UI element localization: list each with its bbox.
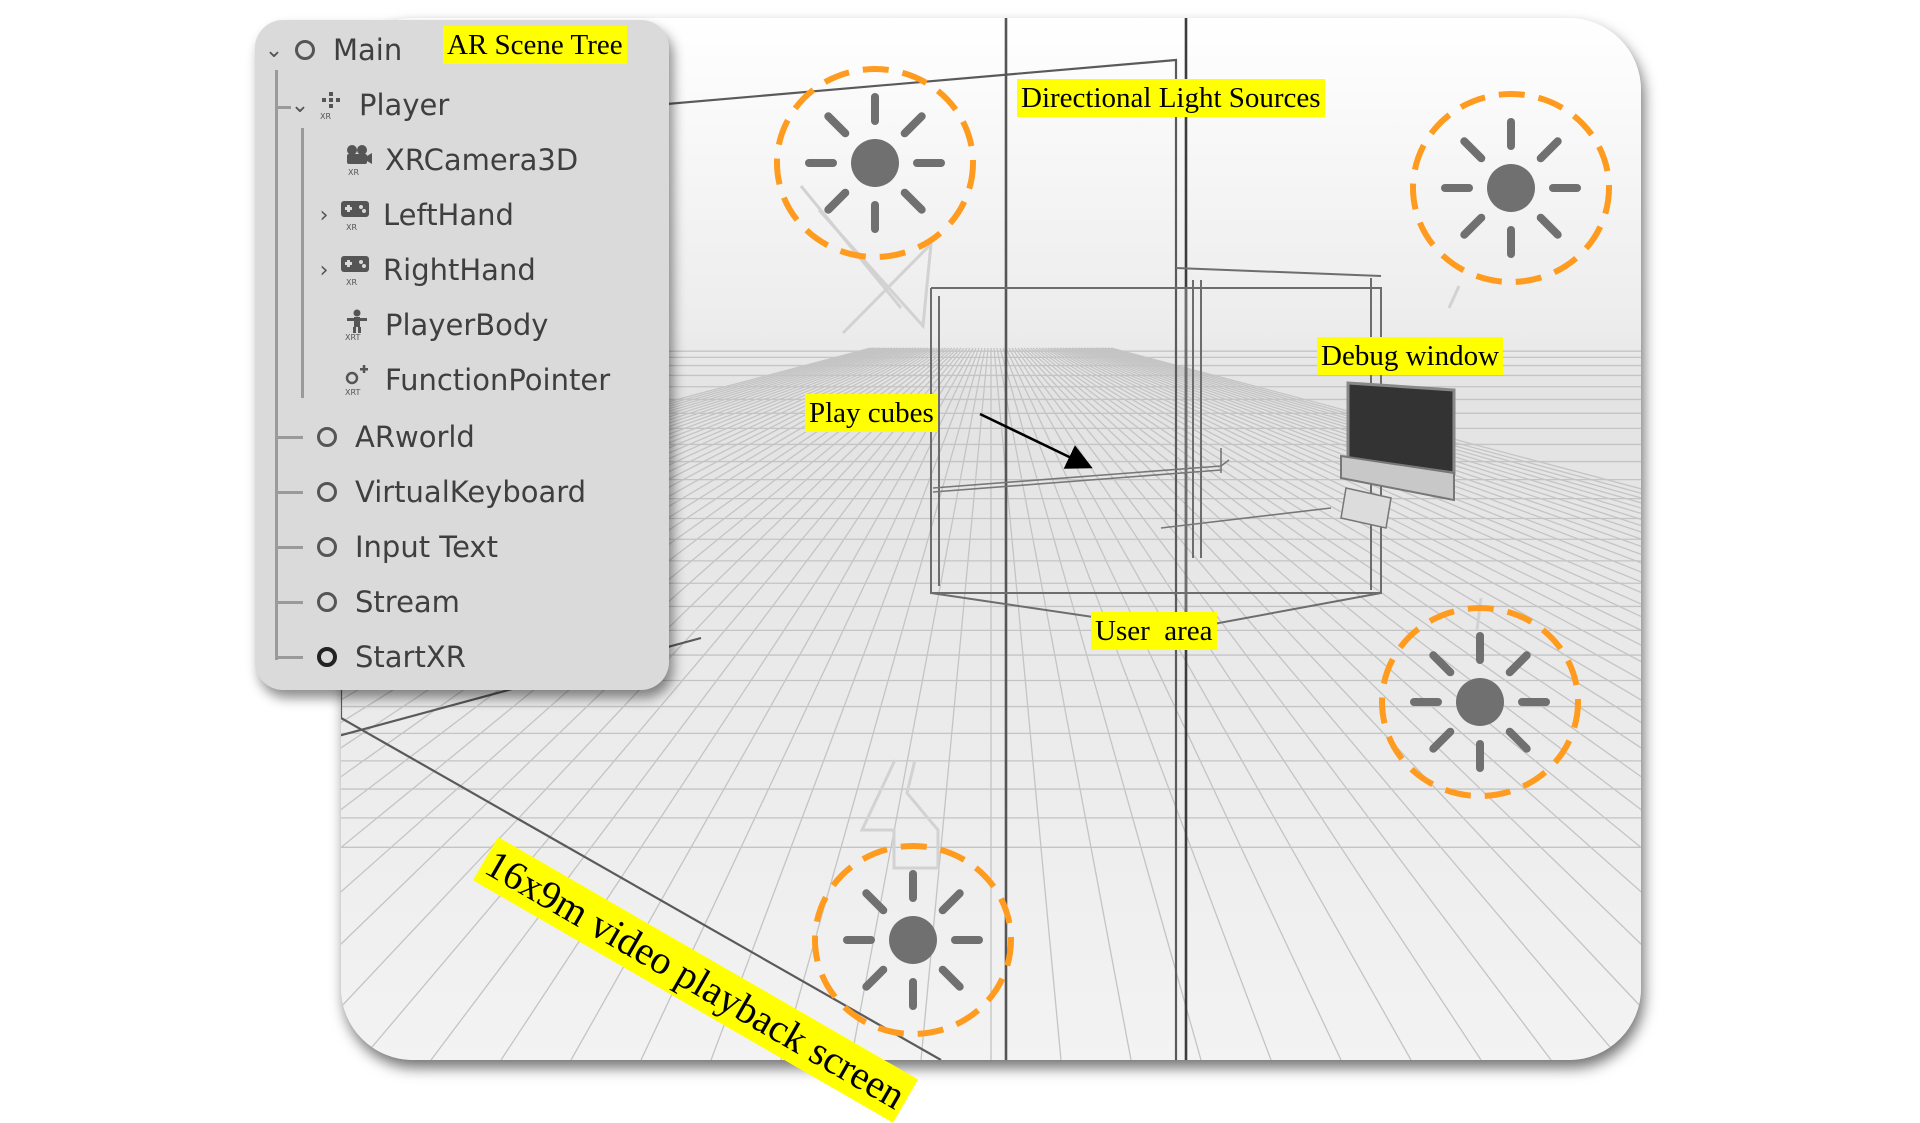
xr-pointer-icon: XRT <box>341 364 373 396</box>
tree-item-arworld[interactable]: ARworld <box>311 417 475 457</box>
xr-controller-icon: XR <box>339 254 371 286</box>
xr-origin-icon: XR <box>315 89 347 121</box>
chevron-right-icon[interactable]: › <box>319 257 329 283</box>
tree-item-startxr[interactable]: StartXR <box>311 637 466 677</box>
tree-item-label: XRCamera3D <box>385 143 579 177</box>
tree-item-xrcamera3d[interactable]: XR XRCamera3D <box>341 140 578 180</box>
play-cubes <box>932 448 1332 529</box>
node-circle-icon <box>289 34 321 66</box>
tree-item-righthand[interactable]: › XR RightHand <box>313 250 536 290</box>
label-user-area: User area <box>1091 612 1217 650</box>
scene-tree-panel: ⌄ Main ⌄ XR Player XR XRCamera3D › XR Le… <box>255 20 669 690</box>
tree-item-input-text[interactable]: Input Text <box>311 527 498 567</box>
tree-item-main[interactable]: ⌄ Main <box>263 30 402 70</box>
xr-controller-icon: XR <box>339 199 371 231</box>
svg-text:XR: XR <box>346 278 357 286</box>
tree-item-label: StartXR <box>355 640 466 674</box>
tree-item-label: PlayerBody <box>385 308 549 342</box>
tree-item-label: Player <box>359 88 450 122</box>
tree-item-stream[interactable]: Stream <box>311 582 460 622</box>
tree-item-label: FunctionPointer <box>385 363 611 397</box>
xr-body-icon: XRT <box>341 309 373 341</box>
xr-camera-icon: XR <box>341 144 373 176</box>
tree-item-label: RightHand <box>383 253 536 287</box>
tree-item-lefthand[interactable]: › XR LeftHand <box>313 195 514 235</box>
tree-item-functionpointer[interactable]: XRT FunctionPointer <box>341 360 610 400</box>
svg-text:XRT: XRT <box>345 333 360 341</box>
tree-item-player[interactable]: ⌄ XR Player <box>289 85 449 125</box>
label-scene-tree: AR Scene Tree <box>443 26 627 64</box>
chevron-down-icon[interactable]: ⌄ <box>264 37 284 63</box>
tree-item-label: VirtualKeyboard <box>355 475 587 509</box>
node-circle-icon <box>311 421 343 453</box>
svg-text:XRT: XRT <box>345 388 360 396</box>
tree-item-playerbody[interactable]: XRT PlayerBody <box>341 305 548 345</box>
svg-text:XR: XR <box>346 223 357 231</box>
tree-item-label: LeftHand <box>383 198 514 232</box>
svg-text:XR: XR <box>320 112 331 120</box>
node-circle-icon <box>311 641 343 673</box>
chevron-right-icon[interactable]: › <box>319 202 329 228</box>
node-circle-icon <box>311 531 343 563</box>
label-play-cubes: Play cubes <box>805 394 938 432</box>
chevron-down-icon[interactable]: ⌄ <box>290 92 310 118</box>
debug-window <box>1340 381 1456 529</box>
tree-item-label: Input Text <box>355 530 498 564</box>
tree-item-virtualkeyboard[interactable]: VirtualKeyboard <box>311 472 586 512</box>
tree-item-label: Stream <box>355 585 460 619</box>
tree-item-label: ARworld <box>355 420 475 454</box>
tree-item-label: Main <box>333 33 403 67</box>
label-debug-window: Debug window <box>1317 337 1504 375</box>
node-circle-icon <box>311 586 343 618</box>
node-circle-icon <box>311 476 343 508</box>
svg-text:XR: XR <box>348 168 359 176</box>
label-light-sources: Directional Light Sources <box>1017 79 1325 117</box>
